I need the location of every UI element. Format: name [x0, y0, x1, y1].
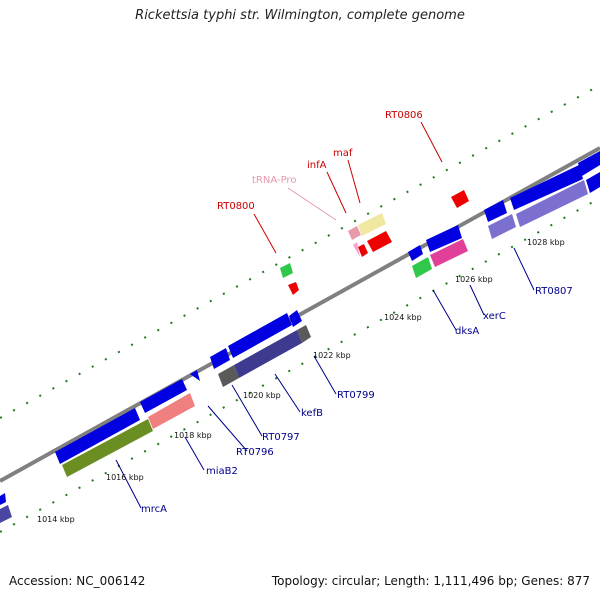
feature-miaB2-forward[interactable]: [140, 379, 187, 413]
feature-infA-red-arrow[interactable]: [367, 231, 392, 252]
gene-label-mrcA[interactable]: mrcA: [141, 504, 167, 515]
scale-label-1026: 1026 kbp: [455, 275, 493, 284]
feature-label-RT0806[interactable]: RT0806: [385, 110, 423, 121]
forward-strand-features: [55, 151, 600, 464]
scale-label-1018: 1018 kbp: [174, 431, 212, 440]
feature-RT0799-secondary[interactable]: [297, 325, 311, 343]
feature-xerC-secondary[interactable]: [430, 239, 468, 267]
feature-label-maf[interactable]: maf: [333, 148, 353, 159]
topology-text: Topology: circular; Length: 1,111,496 bp…: [271, 574, 590, 588]
gene-label-RT0796[interactable]: RT0796: [236, 447, 274, 458]
feature-dksA-forward[interactable]: [408, 245, 423, 261]
accession-text: Accession: NC_006142: [9, 574, 146, 588]
feature-edge-secondary[interactable]: [586, 172, 600, 193]
feature-long-forward[interactable]: [510, 165, 583, 210]
feature-tRNA-Pro[interactable]: [348, 226, 361, 240]
feature-long-secondary[interactable]: [516, 180, 588, 227]
feature-maf-pink[interactable]: [353, 242, 360, 257]
feature-label-tRNA-Pro[interactable]: tRNA-Pro: [252, 175, 296, 186]
gene-label-xerC[interactable]: xerC: [483, 311, 506, 322]
secondary-strand-features: [0, 172, 600, 523]
feature-RT0800-red[interactable]: [288, 282, 299, 295]
feature-RT0806[interactable]: [451, 190, 469, 208]
feature-label-infA[interactable]: infA: [307, 160, 327, 171]
feature-RT0797-secondary[interactable]: [218, 365, 239, 387]
gene-label-RT0797[interactable]: RT0797: [262, 432, 300, 443]
gene-label-kefB[interactable]: kefB: [301, 408, 323, 419]
upper-features: [280, 190, 469, 295]
inner-ruler-track: [0, 197, 600, 533]
feature-RT0807-secondary[interactable]: [488, 214, 516, 239]
feature-RT0807-forward[interactable]: [484, 200, 507, 222]
genome-backbone: [0, 146, 600, 483]
feature-xerC-forward[interactable]: [426, 225, 462, 252]
feature-left-edge-forward[interactable]: [0, 493, 6, 505]
map-title: Rickettsia typhi str. Wilmington, comple…: [135, 8, 465, 23]
feature-maf[interactable]: [358, 213, 386, 236]
gene-label-RT0807[interactable]: RT0807: [535, 286, 573, 297]
leader-lines: [115, 121, 535, 509]
gene-label-miaB2[interactable]: miaB2: [206, 466, 238, 477]
feature-RT0800-green[interactable]: [280, 263, 293, 278]
scale-label-1014: 1014 kbp: [37, 515, 75, 524]
feature-infA[interactable]: [358, 244, 368, 257]
feature-miaB2-secondary[interactable]: [148, 393, 195, 429]
gene-label-RT0799[interactable]: RT0799: [337, 390, 375, 401]
feature-left-edge-secondary[interactable]: [0, 505, 12, 523]
scale-label-1022: 1022 kbp: [313, 351, 351, 360]
scale-label-1020: 1020 kbp: [243, 391, 281, 400]
feature-RT0797-forward[interactable]: [228, 313, 292, 358]
feature-kefB-forward[interactable]: [289, 310, 302, 327]
feature-mrcA-forward[interactable]: [55, 408, 140, 464]
scale-label-1028: 1028 kbp: [527, 238, 565, 247]
scale-label-1016: 1016 kbp: [106, 473, 144, 482]
feature-dksA-secondary[interactable]: [412, 257, 432, 278]
feature-mrcA-secondary[interactable]: [62, 419, 153, 477]
feature-label-RT0800[interactable]: RT0800: [217, 201, 255, 212]
gene-label-dksA[interactable]: dksA: [455, 326, 479, 337]
feature-kefB-secondary[interactable]: [234, 330, 302, 378]
feature-edge-forward[interactable]: [578, 151, 600, 176]
scale-label-1024: 1024 kbp: [384, 313, 422, 322]
feature-RT0796-forward[interactable]: [210, 348, 230, 369]
outer-ruler-track: [0, 84, 600, 419]
feature-small-arrow[interactable]: [190, 370, 200, 381]
